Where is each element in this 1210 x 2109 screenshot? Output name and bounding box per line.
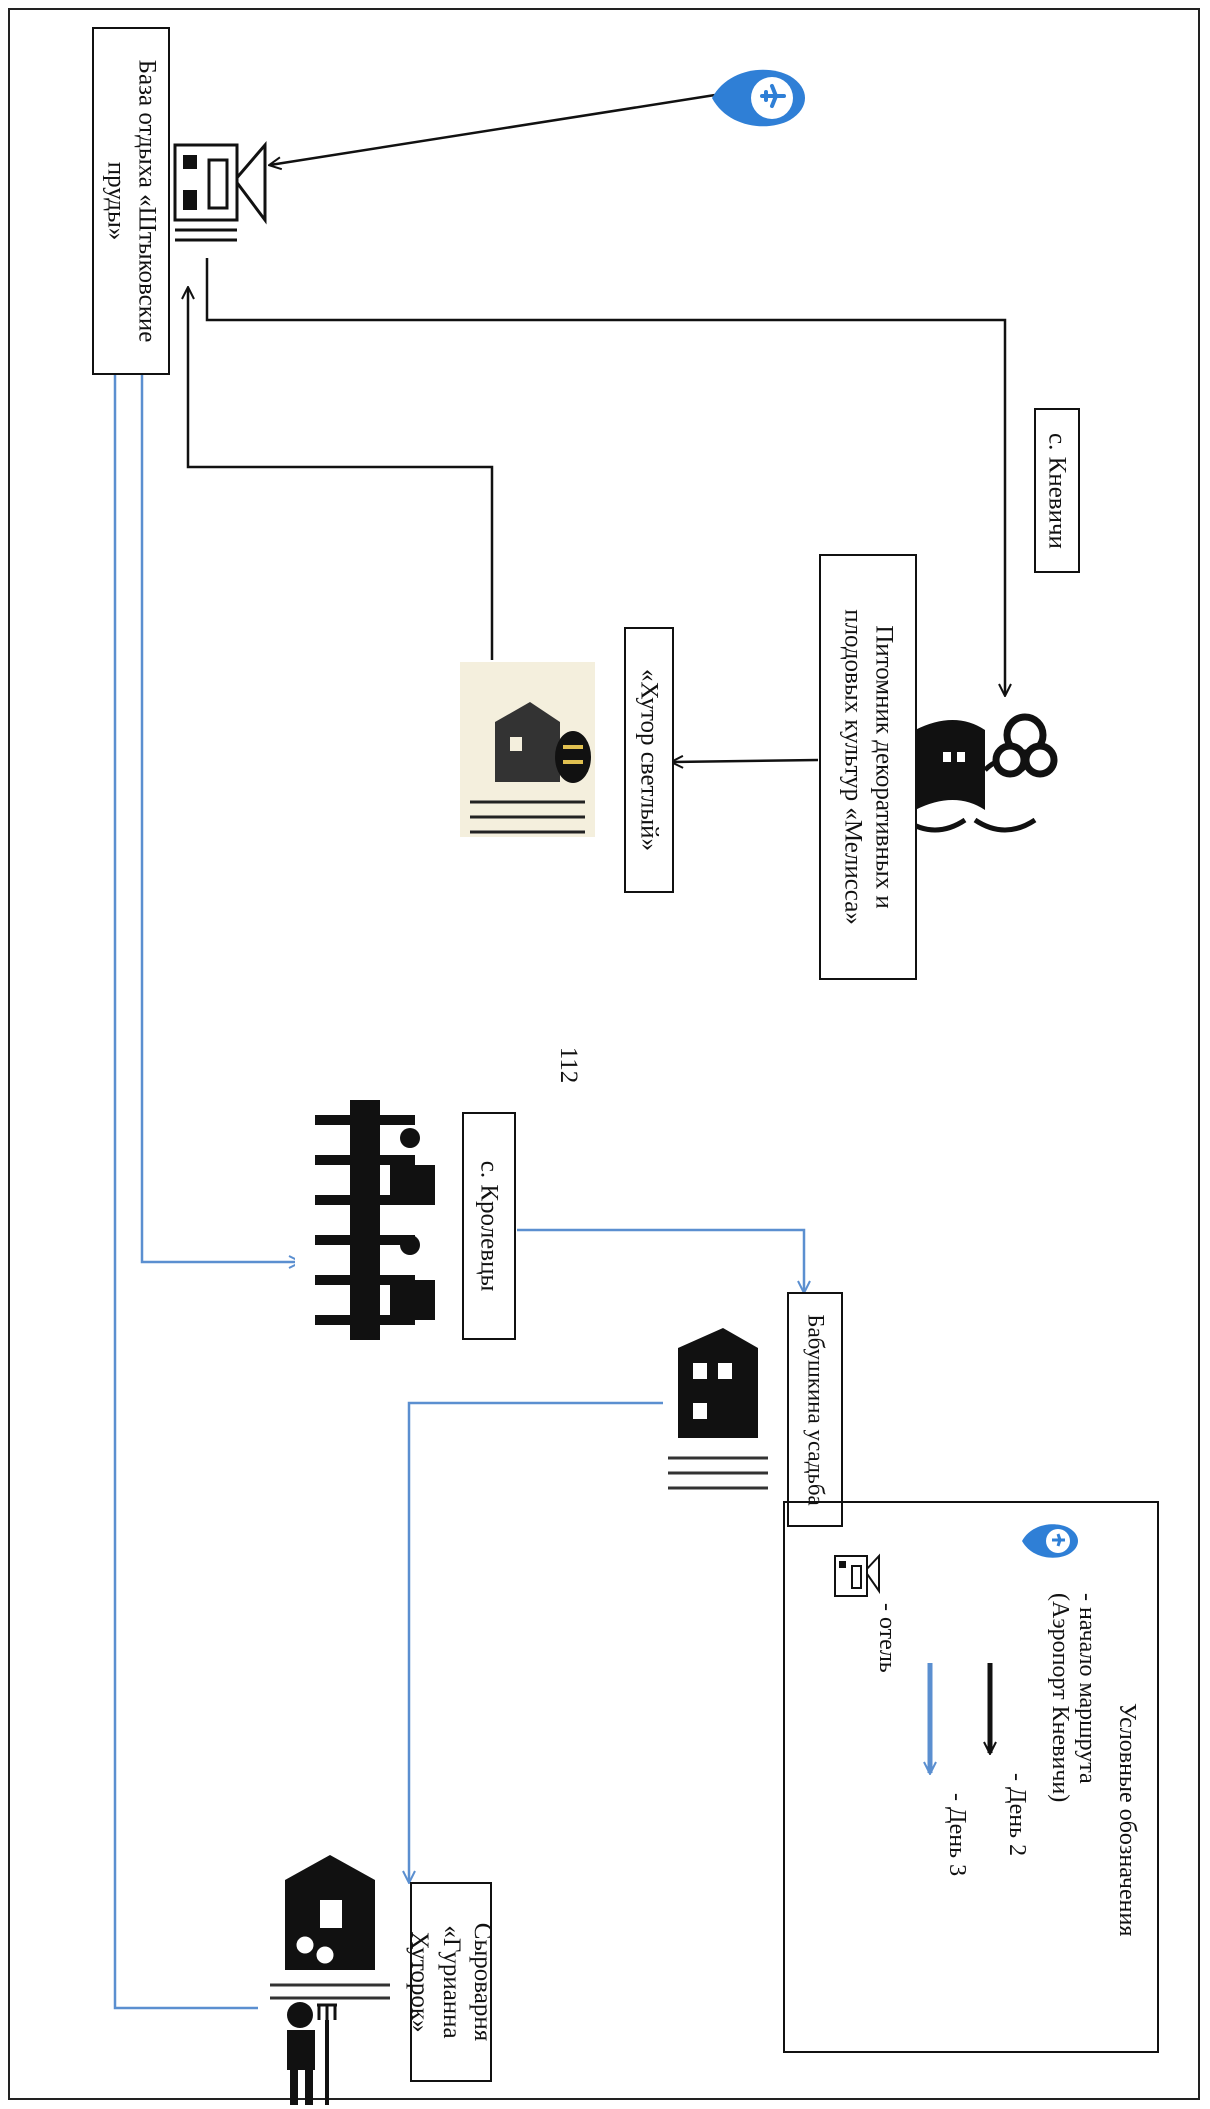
label-krolevtsy-text: с. Кролевцы	[475, 1160, 503, 1292]
village-icon	[295, 1080, 445, 1385]
label-knevichi-text: с. Кневичи	[1043, 432, 1071, 549]
label-krolevtsy: с. Кролевцы	[462, 1112, 516, 1340]
label-syrovarnya: Сыроварня «Гурианна Хуторок»	[406, 1882, 496, 2082]
label-khutor: «Хутор светлый»	[624, 627, 674, 893]
legend-hotel-text: - отель	[874, 1603, 900, 1673]
bee-farm-icon	[460, 662, 595, 837]
legend-day3-text: - День 3	[944, 1793, 970, 1877]
legend-start-text: - начало маршрута (Аэропорт Кневичи)	[1047, 1593, 1100, 1803]
legend-airport-pin-icon	[1022, 1524, 1078, 1558]
label-babushkina-text: Бабушкина усадьба	[803, 1313, 829, 1506]
legend-day2-text: - День 2	[1004, 1773, 1030, 1857]
label-khutor-text: «Хутор светлый»	[635, 668, 663, 852]
label-base-text: База отдыха «Штыковские пруды»	[102, 59, 161, 343]
manor-icon	[663, 1308, 773, 1498]
route-base-to-knevichi-nursery	[205, 258, 1005, 695]
legend-hotel-icon	[834, 1553, 880, 1597]
label-nursery: Питомник декоративных и плодовых культур…	[819, 554, 917, 980]
route-airport-to-base	[270, 93, 716, 165]
label-syrovarnya-text: Сыроварня «Гурианна Хуторок»	[406, 1922, 496, 2042]
legend-symbols	[834, 1524, 1078, 2055]
route-nursery-to-khutor	[672, 760, 819, 762]
nursery-icon	[903, 713, 1058, 833]
label-nursery-text: Питомник декоративных и плодовых культур…	[839, 609, 898, 925]
airport-pin-icon	[712, 69, 805, 127]
farmer-icon	[287, 2002, 337, 2105]
route-khutor-to-base	[188, 288, 494, 660]
hotel-house-icon	[173, 140, 267, 242]
route-base-to-krolevtsy	[140, 362, 300, 1262]
label-base: База отдыха «Штыковские пруды»	[92, 27, 170, 375]
route-babushkina-to-syrovarnya	[409, 1401, 663, 1882]
page-number: 112	[555, 1046, 582, 1084]
label-babushkina: Бабушкина усадьба	[787, 1292, 843, 1527]
route-syrovarnya-to-base	[115, 340, 258, 2010]
cheese-dairy-icon	[265, 1840, 395, 2005]
label-knevichi: с. Кневичи	[1034, 408, 1080, 573]
route-krolevtsy-to-babushkina	[517, 1228, 804, 1292]
legend: Условные обозначения - начало маршрута (…	[783, 1501, 1159, 2053]
page-frame	[8, 8, 1200, 2100]
